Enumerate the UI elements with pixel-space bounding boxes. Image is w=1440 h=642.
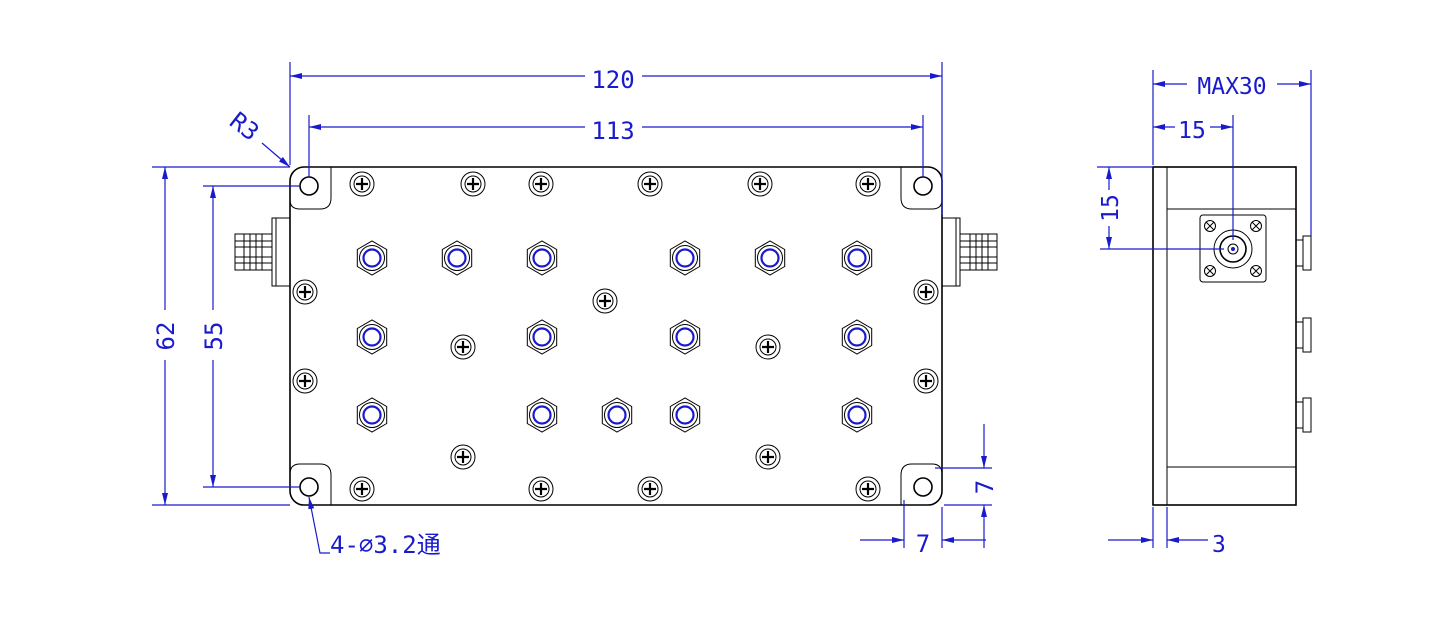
dim-label-r3: R3 (224, 107, 264, 147)
side-view: MAX30 15 15 3 (1097, 70, 1312, 558)
right-sma-connector (941, 217, 998, 287)
mounting-hole (913, 477, 933, 497)
dim-label-3: 3 (1212, 532, 1226, 558)
tuning-nut (754, 240, 786, 276)
tuning-nut (526, 397, 558, 433)
dim-side-wall: 3 (1108, 507, 1226, 558)
side-outline (1152, 166, 1297, 506)
screw-head (528, 476, 554, 502)
tuning-nut (356, 240, 388, 276)
corner-pocket (900, 463, 943, 505)
enclosure-outline (289, 166, 943, 506)
screw-head (592, 288, 618, 314)
side-bottom-block (1166, 466, 1296, 505)
tuning-nut (526, 240, 558, 276)
dim-label-7-vertical: 7 (971, 480, 999, 494)
dim-label-max30: MAX30 (1197, 74, 1266, 100)
screw-head (747, 171, 773, 197)
dim-height-holes: 55 (200, 185, 300, 488)
tuning-nut (841, 397, 873, 433)
dim-label-7-horizontal: 7 (916, 530, 930, 558)
dim-hole-note: 4-∅3.2通 (308, 496, 441, 559)
side-top-block (1166, 167, 1296, 210)
screw-head (755, 334, 781, 360)
dim-side-connector-y: 15 (1097, 166, 1224, 250)
side-bushing (1295, 397, 1312, 433)
tuning-nut-group (356, 240, 873, 433)
tuning-nut (356, 319, 388, 355)
left-sma-connector (234, 217, 291, 287)
mounting-hole (299, 477, 319, 497)
dim-side-connector-x: 15 (1153, 115, 1234, 240)
tuning-nut (669, 240, 701, 276)
tuning-nut (441, 240, 473, 276)
screw-head (855, 476, 881, 502)
dim-label-62: 62 (152, 322, 180, 351)
screw-head (528, 171, 554, 197)
screw-head (349, 476, 375, 502)
tuning-nut (601, 397, 633, 433)
tuning-nut (526, 319, 558, 355)
screw-head (450, 444, 476, 470)
screw-head (637, 476, 663, 502)
mounting-hole (299, 176, 319, 196)
screw-head (292, 368, 318, 394)
tuning-nut (669, 319, 701, 355)
front-view: 120 113 R3 62 55 (152, 62, 999, 559)
dim-hole-offset-y: 7 (935, 424, 999, 548)
dim-width-overall: 120 (289, 62, 943, 215)
screw-head (460, 171, 486, 197)
side-bushing (1295, 317, 1312, 353)
screw-head (913, 368, 939, 394)
screw-head (349, 171, 375, 197)
corner-pocket (900, 167, 943, 210)
screw-head (913, 279, 939, 305)
dim-label-55: 55 (200, 322, 228, 351)
screw-group (292, 171, 939, 502)
screw-head (637, 171, 663, 197)
dim-label-15-horizontal: 15 (1178, 118, 1206, 144)
dim-label-113: 113 (591, 117, 634, 145)
side-bushing (1295, 235, 1312, 271)
dim-label-hole-note: 4-∅3.2通 (330, 531, 441, 559)
tuning-nut (356, 397, 388, 433)
screw-head (292, 279, 318, 305)
corner-pocket (289, 463, 332, 505)
dim-hole-offset-x: 7 (860, 500, 986, 558)
tuning-nut (669, 397, 701, 433)
tuning-nut (841, 319, 873, 355)
dim-width-holes: 113 (308, 115, 924, 177)
screw-head (855, 171, 881, 197)
dim-corner-radius: R3 (224, 107, 291, 168)
screw-head (450, 334, 476, 360)
dim-label-15-vertical: 15 (1098, 194, 1124, 222)
screw-head (755, 444, 781, 470)
dim-height-overall: 62 (152, 166, 290, 506)
mounting-hole (913, 176, 933, 196)
dim-side-max-depth: MAX30 (1152, 70, 1312, 236)
corner-pocket (289, 167, 332, 210)
tuning-nut (841, 240, 873, 276)
dim-label-120: 120 (591, 66, 634, 94)
